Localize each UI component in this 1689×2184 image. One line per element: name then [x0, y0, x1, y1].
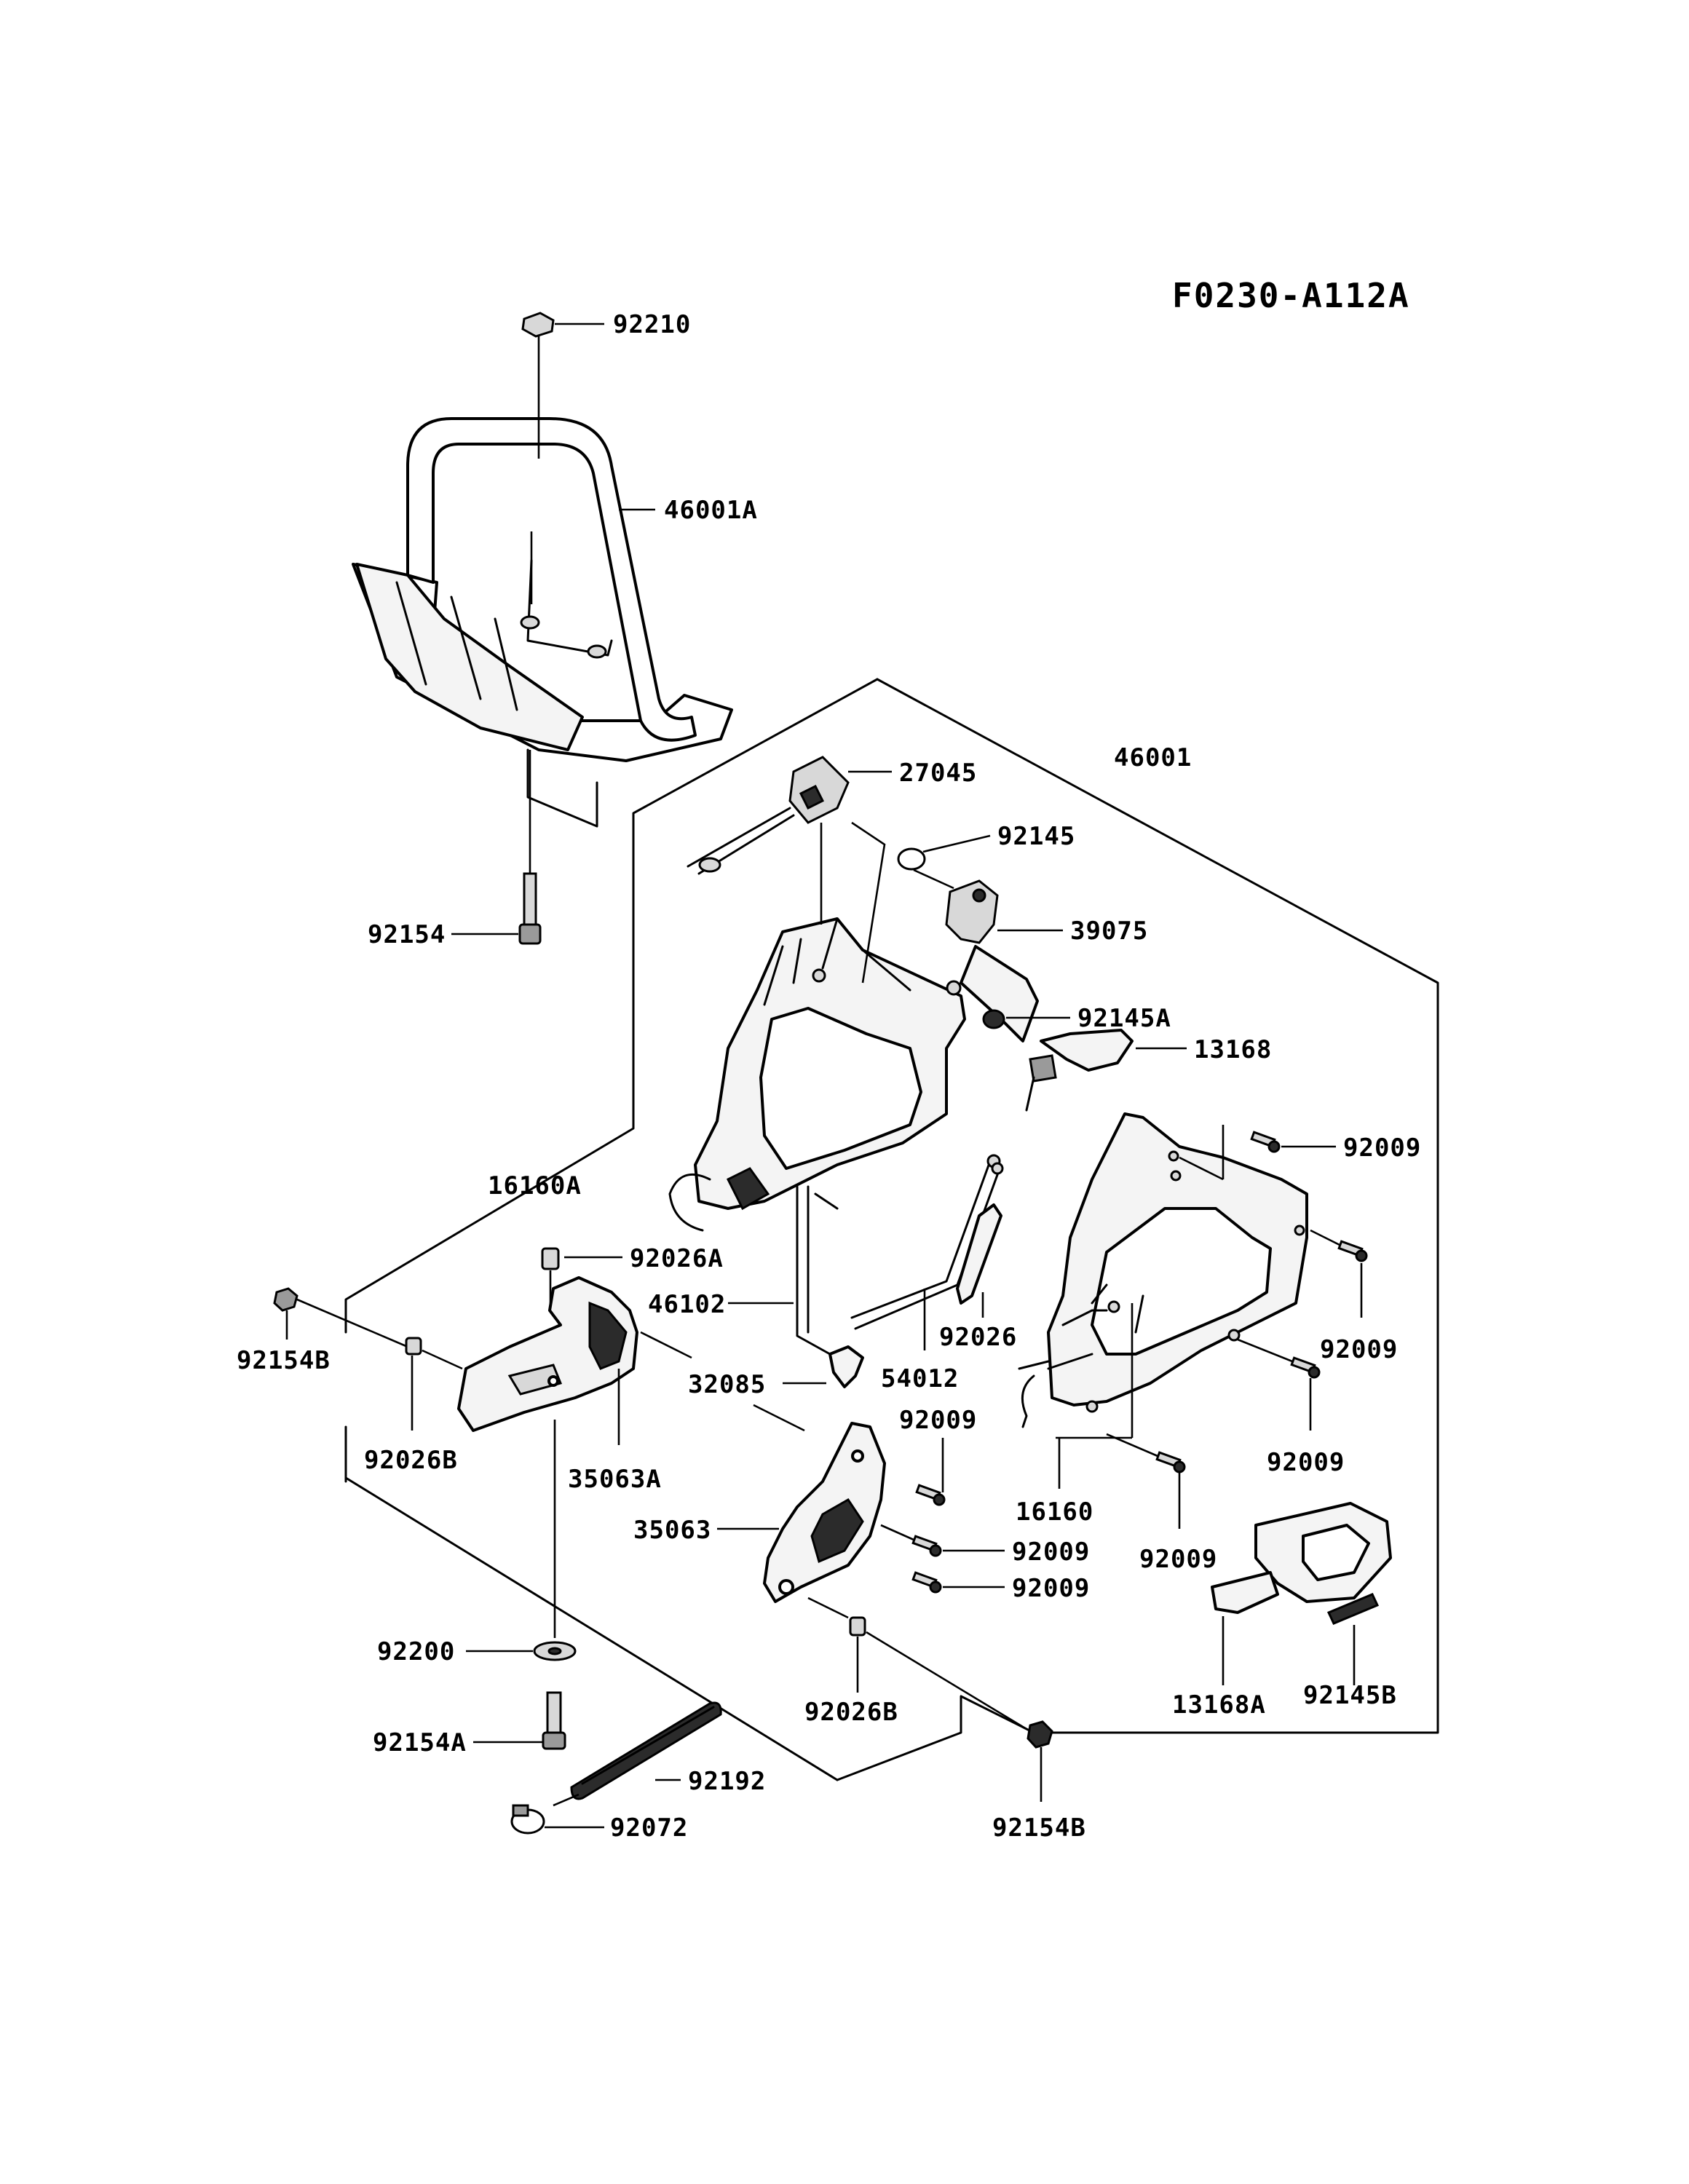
- label-92009-e: 92009: [1012, 1538, 1090, 1567]
- label-13168A: 13168A: [1172, 1690, 1266, 1720]
- pin-92026B-left: [405, 1337, 463, 1431]
- trigger-13168A: [1211, 1502, 1392, 1685]
- label-46001A: 46001A: [664, 496, 758, 525]
- label-92154B-bottom: 92154B: [992, 1813, 1086, 1843]
- label-92009-d: 92009: [1267, 1448, 1345, 1477]
- nut-92210: [521, 312, 604, 459]
- washer-92200: [466, 1420, 577, 1661]
- frame-16160A: [668, 917, 966, 1232]
- bolt-92154B-bottom: [866, 1631, 1053, 1802]
- label-92009-f: 92009: [1139, 1545, 1217, 1574]
- bolt-92154B-left: [273, 1287, 408, 1348]
- label-46001: 46001: [1114, 743, 1192, 772]
- label-54012: 54012: [881, 1364, 959, 1393]
- label-92026: 92026: [939, 1323, 1017, 1352]
- label-92145B: 92145B: [1303, 1681, 1397, 1710]
- label-92026B-bottom: 92026B: [804, 1698, 898, 1727]
- cable-54012: [850, 1154, 1002, 1350]
- bolt-92154A: [473, 1691, 566, 1750]
- label-16160: 16160: [1016, 1497, 1093, 1527]
- label-32085: 32085: [688, 1370, 766, 1399]
- label-92210: 92210: [613, 310, 691, 339]
- label-92145A: 92145A: [1077, 1004, 1171, 1033]
- label-92026A: 92026A: [630, 1244, 724, 1273]
- label-92009-b: 92009: [1320, 1335, 1398, 1364]
- rod-46102: [728, 1185, 839, 1356]
- spring-92145: [897, 834, 991, 890]
- screw-92009-g: [911, 1571, 1005, 1594]
- label-92154B-left: 92154B: [237, 1346, 331, 1375]
- spring-92192: [553, 1701, 722, 1807]
- label-27045: 27045: [899, 759, 977, 788]
- clamp-92072: [510, 1804, 604, 1835]
- screw-92009-e: [915, 1438, 946, 1506]
- label-35063: 35063: [633, 1516, 711, 1545]
- switch-27045: [687, 756, 892, 984]
- screw-92009-c: [1237, 1338, 1321, 1431]
- label-92026B-left: 92026B: [364, 1446, 458, 1475]
- label-16160A: 16160A: [488, 1171, 582, 1200]
- lever-32085: [753, 1345, 864, 1432]
- label-92192: 92192: [688, 1767, 766, 1796]
- spring-92145B: [1326, 1593, 1380, 1685]
- bolt-92154: [451, 750, 542, 945]
- label-92145: 92145: [997, 822, 1075, 851]
- label-92072: 92072: [610, 1813, 688, 1843]
- label-92009-g: 92009: [1012, 1574, 1090, 1603]
- pin-92026B-bottom: [807, 1597, 866, 1693]
- screw-92009-f: [880, 1524, 1005, 1557]
- label-92154A: 92154A: [373, 1728, 467, 1757]
- label-92009-c: 92009: [899, 1406, 977, 1435]
- screw-92009-d: [1106, 1433, 1186, 1529]
- spring-92145A: [982, 1009, 1070, 1029]
- assembly-outline-46001A: [526, 748, 598, 828]
- label-46102: 46102: [648, 1290, 726, 1319]
- pin-92026: [956, 1162, 1004, 1318]
- trigger-13168: [1025, 1029, 1187, 1112]
- label-39075: 39075: [1070, 917, 1148, 946]
- frame-16160: [1018, 1112, 1308, 1489]
- bracket-35063A: [457, 1276, 692, 1445]
- label-13168: 13168: [1194, 1035, 1272, 1064]
- diagram-code: F0230-A112A: [1172, 276, 1410, 315]
- bracket-35063: [717, 1422, 886, 1603]
- label-92200: 92200: [377, 1637, 455, 1666]
- screw-92009-a: [1250, 1131, 1336, 1153]
- top-guard-46001A: [352, 417, 733, 762]
- label-92154: 92154: [368, 920, 446, 949]
- label-35063A: 35063A: [568, 1465, 662, 1494]
- label-92009-a: 92009: [1343, 1133, 1421, 1163]
- screw-92009-b: [1310, 1229, 1368, 1318]
